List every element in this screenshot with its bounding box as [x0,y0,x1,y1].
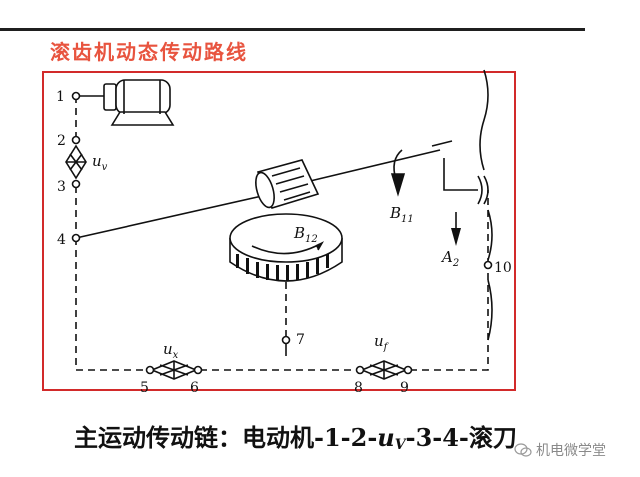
point-8 [355,365,365,375]
point-10 [483,260,493,270]
point-label-9: 9 [400,380,409,396]
point-label-8: 8 [354,380,363,396]
point-6 [193,365,203,375]
label-a2: A2 [440,248,459,269]
point-3 [71,179,81,189]
dashed-chain [75,96,489,371]
wechat-icon [514,443,532,457]
point-label-4: 4 [57,232,66,248]
ux-box-icon [149,360,199,380]
uv-speed-box-icon [65,144,87,180]
electric-motor-icon [103,79,175,126]
point-5 [145,365,155,375]
point-label-10: 10 [494,260,512,276]
point-label-2: 2 [57,133,66,149]
hob-shaft [75,195,263,239]
hob-cutter-icon [255,159,320,209]
top-rule [0,28,585,31]
main-chain-caption: 主运动传动链：电动机-1-2-uV-3-4-滚刀 [74,423,517,453]
point-2 [71,135,81,145]
point-7 [281,335,291,345]
uf-box-icon [359,360,409,380]
worktable-disc-icon [229,213,343,282]
point-label-7: 7 [296,332,305,348]
watermark-text: 机电微学堂 [536,443,606,459]
point-9 [403,365,413,375]
a2-feed-arrow-icon [451,212,461,246]
point-label-1: 1 [56,89,65,105]
tool-head-icon [431,140,489,205]
label-b12: B12 [293,224,318,245]
point-1 [71,91,81,101]
b11-rotation-arrow-icon [390,149,406,197]
label-ux: ux [163,340,179,361]
watermark: 机电微学堂 [514,440,606,460]
label-uv: uv [92,152,108,173]
label-uf: uf [374,332,390,353]
point-4 [71,233,81,243]
point-label-5: 5 [140,380,149,396]
point-label-6: 6 [190,380,199,396]
diagram-frame [42,71,516,391]
hob-shaft-right [305,149,441,183]
label-b11: B11 [389,204,414,225]
slide-title: 滚齿机动态传动路线 [50,40,248,64]
point-label-3: 3 [57,179,66,195]
wavy-break-line [479,69,493,341]
